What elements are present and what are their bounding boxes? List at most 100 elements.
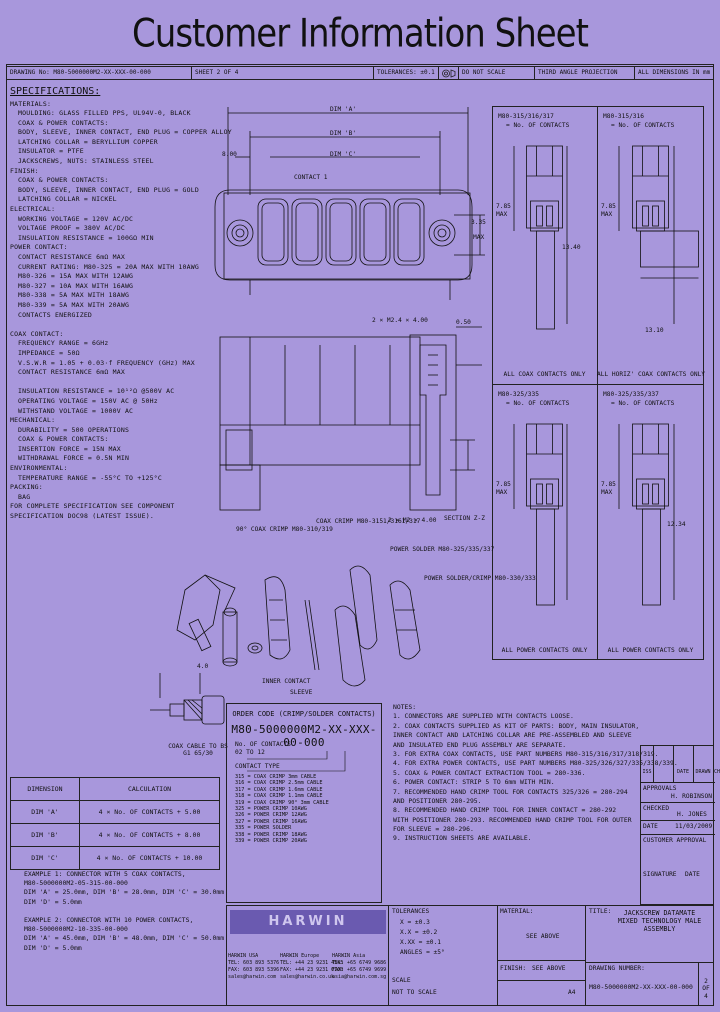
office-line: sales@harwin.com bbox=[228, 974, 277, 980]
callout-inner-contact: INNER CONTACT bbox=[262, 678, 311, 685]
spec-line: BODY, SLEEVE, INNER CONTACT, END PLUG = … bbox=[18, 185, 199, 194]
dim-050-label: 0.50 bbox=[456, 319, 471, 326]
example-line: DIM 'A' = 25.0mm, DIM 'B' = 28.0mm, DIM … bbox=[24, 888, 225, 897]
order-type-item: 318 = COAX CRIMP 1.1mm CABLE bbox=[235, 793, 323, 800]
note-line: 6. POWER CONTACT: STRIP 5 TO 6mm WITH MI… bbox=[393, 778, 555, 787]
title-label: TITLE: bbox=[589, 908, 612, 915]
calc-header-calculation: CALCULATION bbox=[79, 777, 220, 801]
spec-line: LATCHING COLLAR = BERYLLIUM COPPER bbox=[18, 137, 158, 146]
order-type-item: 338 = POWER CRIMP 18AWG bbox=[235, 831, 307, 838]
panel-dim-2: 13.40 bbox=[562, 244, 581, 251]
panel-title: M80-325/335 bbox=[498, 391, 539, 398]
dims-label: ALL DIMENSIONS IN mm bbox=[638, 69, 711, 76]
order-code: M80-5000000M2-XX-XXX-00-000 bbox=[231, 723, 377, 750]
order-type-item: 326 = POWER CRIMP 12AWG bbox=[235, 812, 307, 819]
order-code-box: ORDER CODE (CRIMP/SOLDER CONTACTS) M80-5… bbox=[226, 703, 382, 903]
panels-frame bbox=[492, 106, 704, 660]
sketch-shape bbox=[652, 205, 659, 227]
contact-sketch bbox=[513, 423, 568, 606]
spec-line: COAX & POWER CONTACTS: bbox=[18, 176, 109, 185]
order-type-item: 319 = COAX CRIMP 90° 3mm CABLE bbox=[235, 799, 329, 806]
spec-line: INSULATION RESISTANCE = 100GΩ MIN bbox=[18, 233, 154, 242]
office-line: HARWIN USA bbox=[228, 953, 259, 959]
title-block bbox=[226, 905, 714, 1006]
panel-dim-1: 7.85 MAX bbox=[496, 203, 511, 219]
rev-divider bbox=[641, 820, 715, 821]
spec-line: MECHANICAL: bbox=[10, 416, 56, 425]
calc-formula: 4 × No. OF CONTACTS + 5.00 bbox=[79, 800, 220, 824]
spec-line: SPECIFICATION DOC98 (LATEST ISSUE). bbox=[10, 512, 154, 521]
tb-divider bbox=[585, 905, 586, 1006]
spec-line: CONTACT RESISTANCE 6mΩ MAX bbox=[18, 368, 125, 377]
note-line: 2. COAX CONTACTS SUPPLIED AS KIT OF PART… bbox=[393, 721, 640, 730]
spec-line: INSERTION FORCE = 15N MAX bbox=[18, 444, 121, 453]
example-line: DIM 'D' = 5.0mm bbox=[24, 943, 82, 952]
spec-line: M80-326 = 15A MAX WITH 12AWG bbox=[18, 272, 134, 281]
note-line: 1. CONNECTORS ARE SUPPLIED WITH CONTACTS… bbox=[393, 712, 574, 721]
panel-subtitle: = No. OF CONTACTS bbox=[506, 122, 570, 129]
finish-label: FINISH: bbox=[500, 965, 527, 972]
projection-label: THIRD ANGLE PROJECTION bbox=[535, 67, 635, 79]
spec-line: JACKSCREWS, NUTS: STAINLESS STEEL bbox=[18, 157, 154, 166]
sketch-shape bbox=[642, 205, 649, 227]
spec-line: BODY, SLEEVE, INNER CONTACT, END PLUG = … bbox=[18, 128, 232, 137]
rev-divider bbox=[641, 802, 715, 803]
order-heading: ORDER CODE (CRIMP/SOLDER CONTACTS) bbox=[232, 710, 376, 718]
spec-line: BAG bbox=[18, 492, 31, 501]
notes: NOTES: 1. CONNECTORS ARE SUPPLIED WITH C… bbox=[393, 703, 678, 844]
header-strip: DRAWING No: M80-5000000M2-XX-XXX-00-000 … bbox=[6, 66, 714, 80]
note-line: 9. INSTRUCTION SHEETS ARE AVAILABLE. bbox=[393, 834, 532, 843]
spec-line: MOULDING: GLASS FILLED PPS, UL94V-0, BLA… bbox=[18, 109, 191, 118]
spec-line: PACKING: bbox=[10, 483, 43, 492]
order-type-item: 339 = POWER CRIMP 20AWG bbox=[235, 837, 307, 844]
order-type-item: 327 = POWER CRIMP 16AWG bbox=[235, 818, 307, 825]
tb-divider bbox=[388, 905, 389, 1006]
spec-line: COAX CONTACT: bbox=[10, 329, 64, 338]
sketch-shape bbox=[642, 483, 649, 505]
order-type-item: 315 = COAX CRIMP 3mm CABLE bbox=[235, 774, 317, 780]
scale-label: SCALE bbox=[392, 977, 411, 984]
spec-line: COAX & POWER CONTACTS: bbox=[18, 118, 109, 127]
rev-header: ISSDATEDRAWNCHECKED bbox=[641, 746, 720, 783]
sketch-shape bbox=[530, 478, 559, 510]
note-line: 4. FOR EXTRA POWER CONTACTS, USE PART NU… bbox=[393, 759, 678, 768]
panel-caption: ALL POWER CONTACTS ONLY bbox=[501, 646, 588, 654]
rev-col-divider bbox=[693, 746, 694, 782]
contact-1-label: CONTACT 1 bbox=[294, 174, 328, 181]
dim-b-label: DIM 'B' bbox=[330, 130, 357, 137]
notes-heading: NOTES: bbox=[393, 703, 417, 711]
spec-line: WORKING VOLTAGE = 120V AC/DC bbox=[18, 214, 134, 223]
cable-dim-label: 4.0 bbox=[197, 663, 209, 670]
note-line: 3. FOR EXTRA COAX CONTACTS, USE PART NUM… bbox=[393, 749, 659, 758]
example-line: M80-5000000M2-05-315-00-000 bbox=[24, 879, 128, 888]
tolerance-line: X.XX = ±0.1 bbox=[400, 939, 441, 946]
order-type-item: 317 = COAX CRIMP 1.6mm CABLE bbox=[235, 786, 323, 793]
contact-sketch bbox=[618, 145, 699, 324]
tolerance-line: X.X = ±0.2 bbox=[400, 929, 438, 936]
panel-dim-2: 12.34 bbox=[667, 521, 686, 528]
example-line: DIM 'D' = 5.0mm bbox=[24, 897, 82, 906]
contacts-exploded-view bbox=[176, 565, 421, 687]
panel-caption: ALL POWER CONTACTS ONLY bbox=[607, 646, 694, 654]
tb-divider bbox=[497, 980, 585, 981]
sketch-shape bbox=[526, 423, 563, 507]
tb-divider bbox=[585, 962, 714, 963]
spec-line: MATERIALS: bbox=[10, 99, 52, 108]
spec-line: ENVIRONMENTAL: bbox=[10, 464, 68, 473]
spec-line: VOLTAGE PROOF = 380V AC/DC bbox=[18, 224, 125, 233]
calc-header-dimension: DIMENSION bbox=[10, 777, 80, 801]
callout-sleeve: SLEEVE bbox=[290, 689, 313, 696]
note-line: FOR SLEEVE = 280-296. bbox=[393, 825, 474, 834]
panel-caption: ALL COAX CONTACTS ONLY bbox=[503, 370, 586, 378]
drawing-number-value: M80-5000000M2-XX-XXX-00-000 bbox=[589, 983, 693, 991]
spec-line: CURRENT RATING: M80-325 = 20A MAX WITH 1… bbox=[18, 262, 199, 271]
sketch-shape bbox=[642, 508, 661, 606]
calc-dim: DIM 'C' bbox=[10, 846, 80, 870]
spec-line: LATCHING COLLAR = NICKEL bbox=[18, 195, 117, 204]
note-line: 8. RECOMMENDED HAND CRIMP TOOL FOR INNER… bbox=[393, 806, 617, 815]
spec-line: M80-338 = 5A MAX WITH 18AWG bbox=[18, 291, 130, 300]
